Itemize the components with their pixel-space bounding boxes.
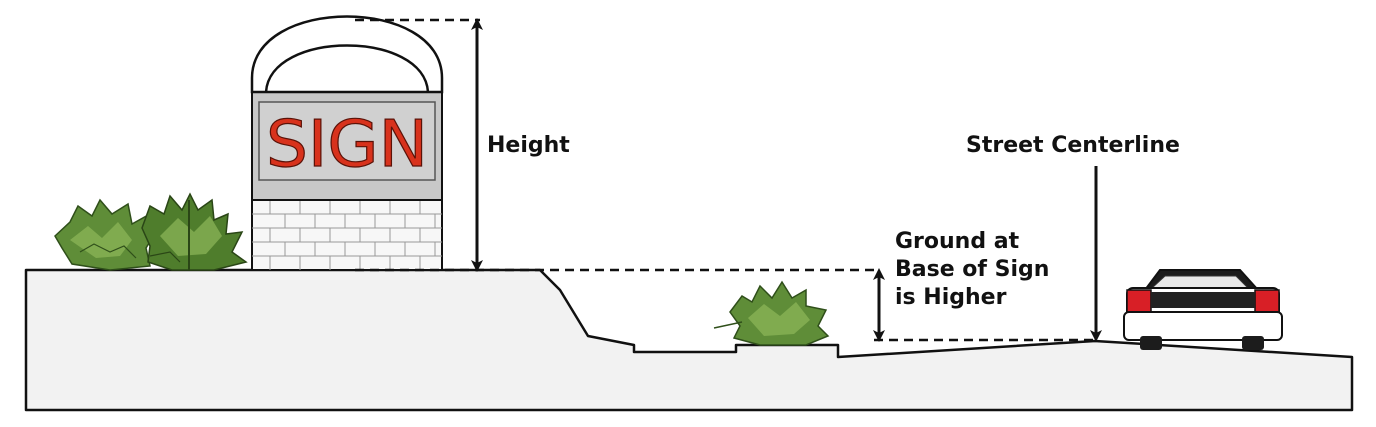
sign-brick-base — [251, 199, 443, 271]
sign-arch — [250, 15, 444, 94]
shrub-icon — [54, 198, 157, 271]
sign-monument: SIGN — [250, 15, 444, 271]
car-icon — [1123, 269, 1283, 350]
ground-label-line-2: Base of Sign — [895, 257, 1049, 282]
sign-arch-inner — [264, 44, 430, 93]
car-tail-light-left — [1126, 289, 1152, 313]
ground-label-line-3: is Higher — [895, 285, 1007, 310]
ground-profile — [24, 268, 1354, 412]
shrub-icon — [141, 192, 248, 271]
car-wheel-right — [1242, 336, 1264, 350]
sign-face-panel — [258, 101, 436, 181]
car-tail-light-right — [1254, 289, 1280, 313]
sign-face-text: SIGN — [266, 108, 428, 182]
height-label: Height — [487, 133, 570, 158]
street-centerline-label: Street Centerline — [966, 133, 1180, 158]
car-bumper — [1123, 311, 1283, 341]
shrub-icon — [713, 280, 830, 346]
brick-pattern — [252, 200, 442, 270]
car-wheel-left — [1140, 336, 1162, 350]
ground-label-line-1: Ground at — [895, 229, 1020, 254]
